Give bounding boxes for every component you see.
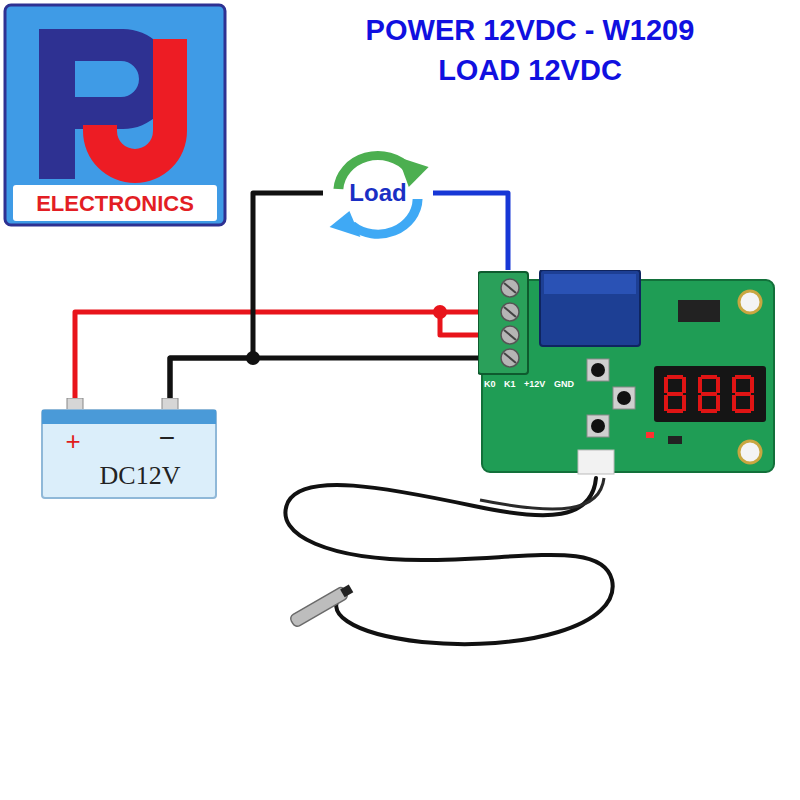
pin-name: GND: [554, 378, 580, 390]
display-segment: [667, 375, 683, 379]
terminal-screw: [501, 326, 519, 344]
display-segment: [732, 395, 736, 411]
wire-connector: [75, 305, 478, 398]
pin-name: K1: [504, 378, 522, 390]
load-symbol: Load: [323, 143, 433, 243]
polarity-minus: −: [152, 422, 182, 454]
screw-slot: [504, 330, 516, 340]
load-label: Load: [323, 177, 433, 209]
led-display: [654, 366, 766, 422]
button-base: [587, 415, 609, 437]
display-segment: [667, 392, 683, 396]
wire: [170, 358, 478, 398]
brand-name: ELECTRONICS: [3, 187, 227, 221]
thermostat-board: K0K1+12VGND: [478, 270, 778, 480]
battery-box: + − DC12V: [40, 398, 218, 500]
display-segment: [698, 395, 702, 411]
display-segment: [698, 377, 702, 393]
screw-slot: [504, 353, 516, 363]
display-segment: [701, 392, 717, 396]
junction-dot: [433, 305, 447, 319]
cable-wire: [480, 478, 604, 509]
battery-body: [42, 410, 216, 498]
w1209-board: [478, 270, 778, 480]
display-segment: [735, 375, 751, 379]
probe-sleeve: [340, 585, 353, 598]
relay-top: [544, 274, 636, 294]
push-button: [591, 419, 605, 433]
pin-name: K0: [484, 378, 502, 390]
temperature-probe: [289, 583, 354, 628]
logo-stroke: [83, 39, 187, 183]
display-segment: [732, 377, 736, 393]
button-base: [613, 387, 635, 409]
display-segment: [716, 377, 720, 393]
push-button: [617, 391, 631, 405]
status-led: [646, 432, 654, 438]
terminal-screw: [501, 349, 519, 367]
chip: [678, 300, 720, 322]
display-segment: [750, 377, 754, 393]
display-segment: [701, 375, 717, 379]
button-base: [587, 359, 609, 381]
smd-part: [668, 436, 682, 444]
terminal-block: [478, 272, 528, 374]
display-segment: [735, 409, 751, 413]
wire: [75, 312, 478, 398]
battery-lid: [42, 410, 216, 424]
display-segment: [682, 377, 686, 393]
push-button: [591, 363, 605, 377]
display-segment: [735, 392, 751, 396]
arrow-head: [330, 211, 361, 237]
cable-wire: [285, 478, 612, 644]
wire-connector: [433, 193, 508, 270]
display-segment: [664, 395, 668, 411]
terminal-screw: [501, 303, 519, 321]
logo-stroke: [39, 29, 75, 179]
wire-connector: [170, 358, 478, 398]
display-segment: [716, 395, 720, 411]
diagram-title: POWER 12VDC - W1209 LOAD 12VDC: [330, 10, 730, 90]
polarity-plus: +: [58, 426, 88, 456]
mounting-hole: [739, 291, 761, 313]
display-segment: [682, 395, 686, 411]
display-segment: [750, 395, 754, 411]
probe-tube: [289, 586, 349, 628]
wire: [433, 193, 508, 270]
screw-slot: [504, 283, 516, 293]
mounting-hole: [739, 441, 761, 463]
probe-connector: [578, 450, 614, 474]
display-segment: [664, 377, 668, 393]
pin-name: +12V: [524, 378, 552, 390]
display-segment: [667, 409, 683, 413]
display-segment: [701, 409, 717, 413]
junction-dot: [246, 351, 260, 365]
relay: [540, 270, 640, 346]
logo-box: ELECTRONICS: [3, 3, 227, 227]
voltage-label: DC12V: [70, 460, 210, 492]
screw-slot: [504, 307, 516, 317]
terminal-screw: [501, 279, 519, 297]
